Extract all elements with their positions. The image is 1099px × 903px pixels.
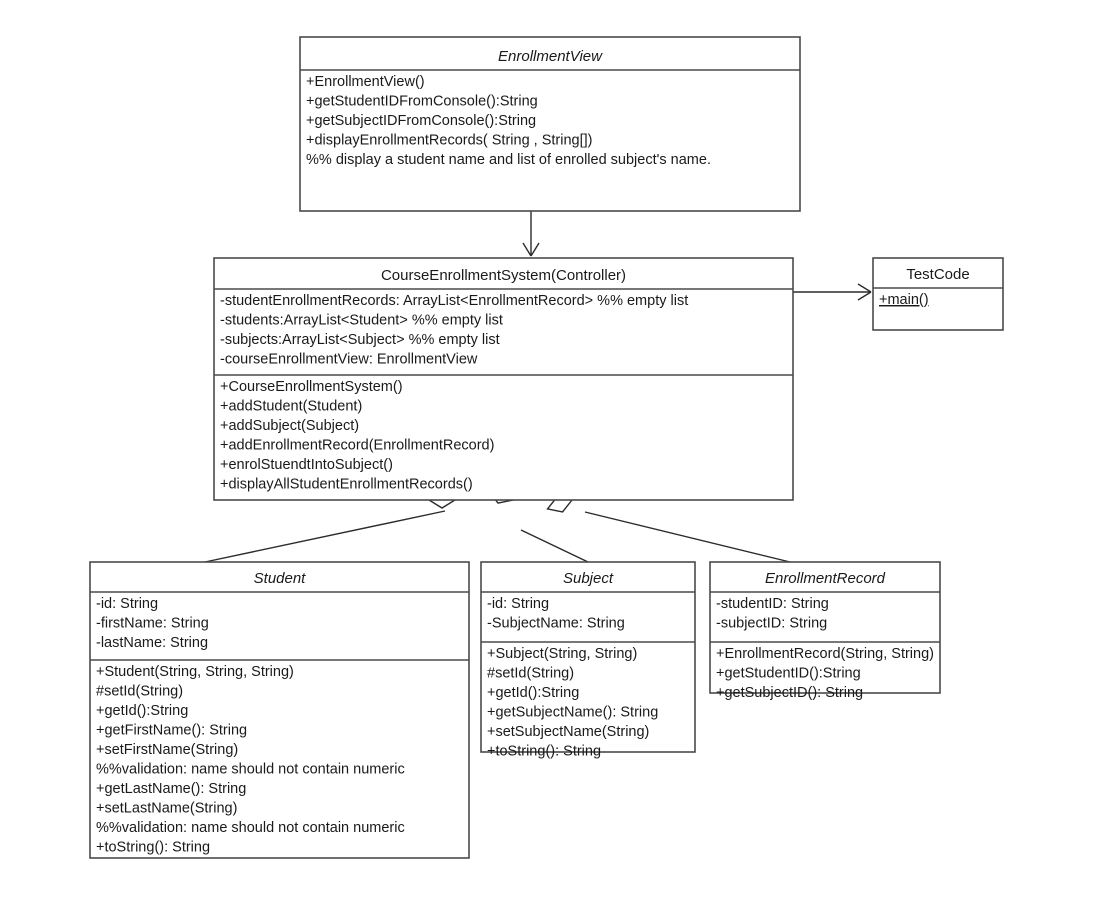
relationship-view-to-controller[interactable] bbox=[522, 211, 540, 257]
class-member: +addEnrollmentRecord(EnrollmentRecord) bbox=[220, 438, 494, 454]
class-member: +CourseEnrollmentSystem() bbox=[220, 379, 403, 395]
class-member: +getFirstName(): String bbox=[96, 723, 247, 739]
class-member: +getSubjectIDFromConsole():String bbox=[306, 113, 536, 129]
class-box-enrollment-view[interactable]: EnrollmentView +EnrollmentView() +getStude… bbox=[299, 36, 801, 212]
class-member: +getLastName(): String bbox=[96, 781, 246, 797]
class-member: +getSubjectName(): String bbox=[487, 705, 658, 721]
class-member: +EnrollmentView() bbox=[306, 74, 425, 90]
classes-layer: EnrollmentView +EnrollmentView() +getStude… bbox=[89, 36, 1004, 859]
arrowhead-icon bbox=[522, 242, 540, 257]
class-member: +getStudentID():String bbox=[716, 666, 861, 682]
class-member: +main() bbox=[879, 292, 929, 308]
class-box-enrollment-record[interactable]: EnrollmentRecord -studentID: String -subje… bbox=[709, 561, 941, 701]
class-member: +toString(): String bbox=[96, 840, 210, 856]
class-member: -id: String bbox=[487, 596, 549, 612]
class-member: +enrolStuendtIntoSubject() bbox=[220, 457, 393, 473]
class-member: +toString(): String bbox=[487, 744, 601, 760]
class-member: +getId():String bbox=[96, 703, 188, 719]
class-box-outline bbox=[89, 561, 470, 859]
relationship-line bbox=[520, 529, 589, 563]
class-member: -id: String bbox=[96, 596, 158, 612]
class-member: #setId(String) bbox=[487, 666, 574, 682]
relationship-controller-aggregates-enrollment-record[interactable] bbox=[545, 492, 791, 563]
class-member: +setLastName(String) bbox=[96, 801, 237, 817]
class-member: %%validation: name should not contain nu… bbox=[96, 762, 405, 778]
class-member: +getSubjectID(): String bbox=[716, 685, 863, 701]
class-member: -subjects:ArrayList<Subject> %% empty li… bbox=[220, 332, 500, 348]
class-member: -studentEnrollmentRecords: ArrayList<Enr… bbox=[220, 293, 688, 309]
class-member: +addSubject(Subject) bbox=[220, 418, 359, 434]
class-name-course-enrollment-system: CourseEnrollmentSystem(Controller) bbox=[381, 267, 626, 284]
class-member: -students:ArrayList<Student> %% empty li… bbox=[220, 313, 503, 329]
class-member: +setFirstName(String) bbox=[96, 742, 238, 758]
class-name-subject: Subject bbox=[563, 570, 614, 587]
class-box-outline bbox=[480, 561, 696, 753]
class-name-enrollment-record: EnrollmentRecord bbox=[765, 570, 886, 587]
class-member: +EnrollmentRecord(String, String) bbox=[716, 646, 934, 662]
class-member: +Subject(String, String) bbox=[487, 646, 637, 662]
relationship-controller-to-testcode[interactable] bbox=[793, 283, 872, 301]
class-member: -firstName: String bbox=[96, 616, 209, 632]
class-member: +displayEnrollmentRecords( String , Stri… bbox=[306, 133, 593, 149]
relationship-line bbox=[204, 510, 446, 563]
class-box-course-enrollment-system[interactable]: CourseEnrollmentSystem(Controller) -stude… bbox=[213, 257, 794, 501]
class-box-subject[interactable]: Subject -id: String -SubjectName: String +S… bbox=[480, 561, 696, 760]
class-member: +Student(String, String, String) bbox=[96, 664, 294, 680]
class-member: +addStudent(Student) bbox=[220, 399, 362, 415]
class-member: #setId(String) bbox=[96, 684, 183, 700]
class-box-outline bbox=[299, 36, 801, 212]
class-box-outline bbox=[872, 257, 1004, 331]
class-box-outline bbox=[213, 257, 794, 501]
relationship-line bbox=[584, 511, 791, 563]
class-member: -subjectID: String bbox=[716, 616, 827, 632]
class-name-test-code: TestCode bbox=[906, 266, 969, 283]
class-member: -courseEnrollmentView: EnrollmentView bbox=[220, 352, 478, 368]
class-member: -lastName: String bbox=[96, 635, 208, 651]
relationship-controller-aggregates-student[interactable] bbox=[204, 491, 457, 563]
class-member: %%validation: name should not contain nu… bbox=[96, 820, 405, 836]
class-member: -studentID: String bbox=[716, 596, 829, 612]
class-member: -SubjectName: String bbox=[487, 616, 625, 632]
arrowhead-icon bbox=[857, 283, 872, 301]
class-member: +getStudentIDFromConsole():String bbox=[306, 94, 538, 110]
class-member: +displayAllStudentEnrollmentRecords() bbox=[220, 477, 473, 493]
class-member: +getId():String bbox=[487, 685, 579, 701]
class-box-test-code[interactable]: TestCode +main() bbox=[872, 257, 1004, 331]
class-name-enrollment-view: EnrollmentView bbox=[498, 48, 603, 65]
class-box-outline bbox=[709, 561, 941, 694]
class-name-student: Student bbox=[254, 570, 307, 587]
class-box-student[interactable]: Student -id: String -firstName: String -las… bbox=[89, 561, 470, 859]
class-member: +setSubjectName(String) bbox=[487, 724, 649, 740]
class-member: %% display a student name and list of en… bbox=[306, 152, 711, 168]
